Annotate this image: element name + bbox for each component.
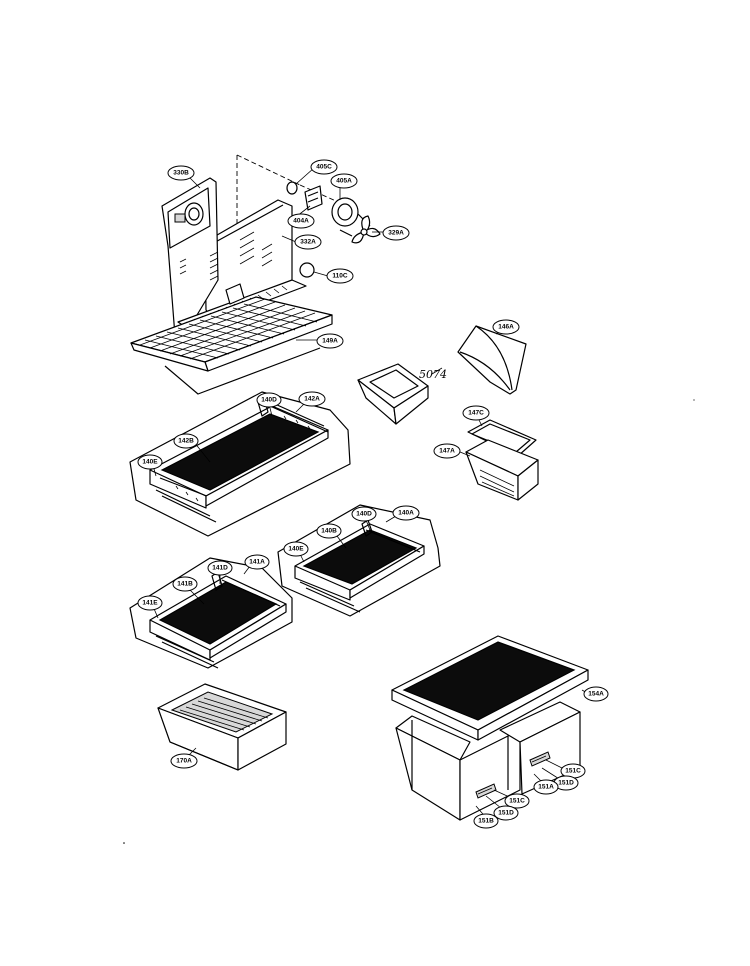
part-label-405a-text: 405A	[336, 178, 352, 185]
glass-shelf-140-group	[277, 504, 441, 617]
part-label-405c: 405C	[310, 159, 338, 175]
part-label-147a-text: 147A	[439, 448, 455, 455]
part-label-141e-text: 141E	[142, 600, 158, 607]
part-label-404a-text: 404A	[293, 218, 309, 225]
part-label-170a-text: 170A	[176, 758, 192, 765]
door-bin-146a	[457, 325, 527, 395]
part-label-151b: 151B	[473, 813, 499, 829]
scan-speck	[693, 399, 695, 401]
grommet-405c	[286, 181, 298, 195]
part-label-151d-left: 151D	[493, 805, 519, 821]
part-label-147a: 147A	[433, 443, 461, 459]
handwritten-part-number: 5074	[419, 368, 447, 381]
part-label-405a: 405A	[330, 173, 358, 189]
part-label-140e-lower-text: 140E	[288, 546, 304, 553]
part-label-140d-upper: 140D	[256, 392, 282, 408]
part-label-140d-upper-text: 140D	[261, 397, 277, 404]
fan-motor-parts	[286, 181, 381, 244]
part-label-141d-text: 141D	[212, 565, 228, 572]
part-label-140a-text: 140A	[398, 510, 414, 517]
crisper-assembly	[391, 635, 589, 821]
part-label-147c: 147C	[462, 405, 490, 421]
part-label-405c-text: 405C	[316, 164, 332, 171]
part-label-142a: 142A	[298, 391, 326, 407]
part-label-151a: 151A	[533, 779, 559, 795]
part-label-151a-text: 151A	[538, 784, 554, 791]
part-label-140d-lower: 140D	[351, 506, 377, 522]
meat-pan-170a	[157, 683, 287, 771]
part-label-151d-right-text: 151D	[558, 780, 574, 787]
part-label-404a: 404A	[287, 213, 315, 229]
part-label-146a-text: 146A	[498, 324, 514, 331]
part-label-170a: 170A	[170, 753, 198, 769]
part-label-147c-text: 147C	[468, 410, 484, 417]
part-label-140b: 140B	[316, 523, 342, 539]
part-label-141a-text: 141A	[249, 559, 265, 566]
part-label-140e-upper-text: 140E	[142, 459, 158, 466]
motor-404a	[304, 185, 323, 211]
part-label-332a-text: 332A	[300, 239, 316, 246]
part-label-142b-text: 142B	[178, 438, 194, 445]
part-label-141d: 141D	[207, 560, 233, 576]
part-label-329a-text: 329A	[388, 230, 404, 237]
part-label-151c-left-text: 151C	[509, 798, 525, 805]
part-label-140e-lower: 140E	[283, 541, 309, 557]
part-label-140a: 140A	[392, 505, 420, 521]
part-label-142b: 142B	[173, 433, 199, 449]
part-label-140b-text: 140B	[321, 528, 337, 535]
part-label-332a: 332A	[294, 234, 322, 250]
part-label-154a-text: 154A	[588, 691, 604, 698]
part-label-141b-text: 141B	[177, 581, 193, 588]
crisper-tray-147	[465, 419, 539, 501]
part-label-140e-upper: 140E	[137, 454, 163, 470]
part-label-151c-right-text: 151C	[565, 768, 581, 775]
scan-speck	[123, 842, 125, 844]
part-label-146a: 146A	[492, 319, 520, 335]
part-label-142a-text: 142A	[304, 396, 320, 403]
fan-blade-329a	[351, 215, 381, 244]
part-label-154a: 154A	[583, 686, 609, 702]
part-label-141a: 141A	[244, 554, 270, 570]
part-label-149a: 149A	[316, 333, 344, 349]
glass-shelf-142-group	[129, 391, 351, 537]
glass-shelf-141-group	[129, 557, 293, 669]
part-label-151b-text: 151B	[478, 818, 494, 825]
part-label-151c-left: 151C	[504, 793, 530, 809]
part-label-141b: 141B	[172, 576, 198, 592]
part-label-151d-left-text: 151D	[498, 810, 514, 817]
part-label-330b: 330B	[167, 165, 195, 181]
tray-5074	[357, 363, 429, 425]
part-label-110c-text: 110C	[332, 273, 347, 280]
part-label-141e: 141E	[137, 595, 163, 611]
wire-shelf-149a	[130, 296, 333, 395]
part-label-140d-lower-text: 140D	[356, 511, 372, 518]
part-label-110c: 110C	[326, 268, 354, 284]
part-label-149a-text: 149A	[322, 338, 338, 345]
part-label-330b-text: 330B	[173, 170, 189, 177]
part-label-329a: 329A	[382, 225, 410, 241]
